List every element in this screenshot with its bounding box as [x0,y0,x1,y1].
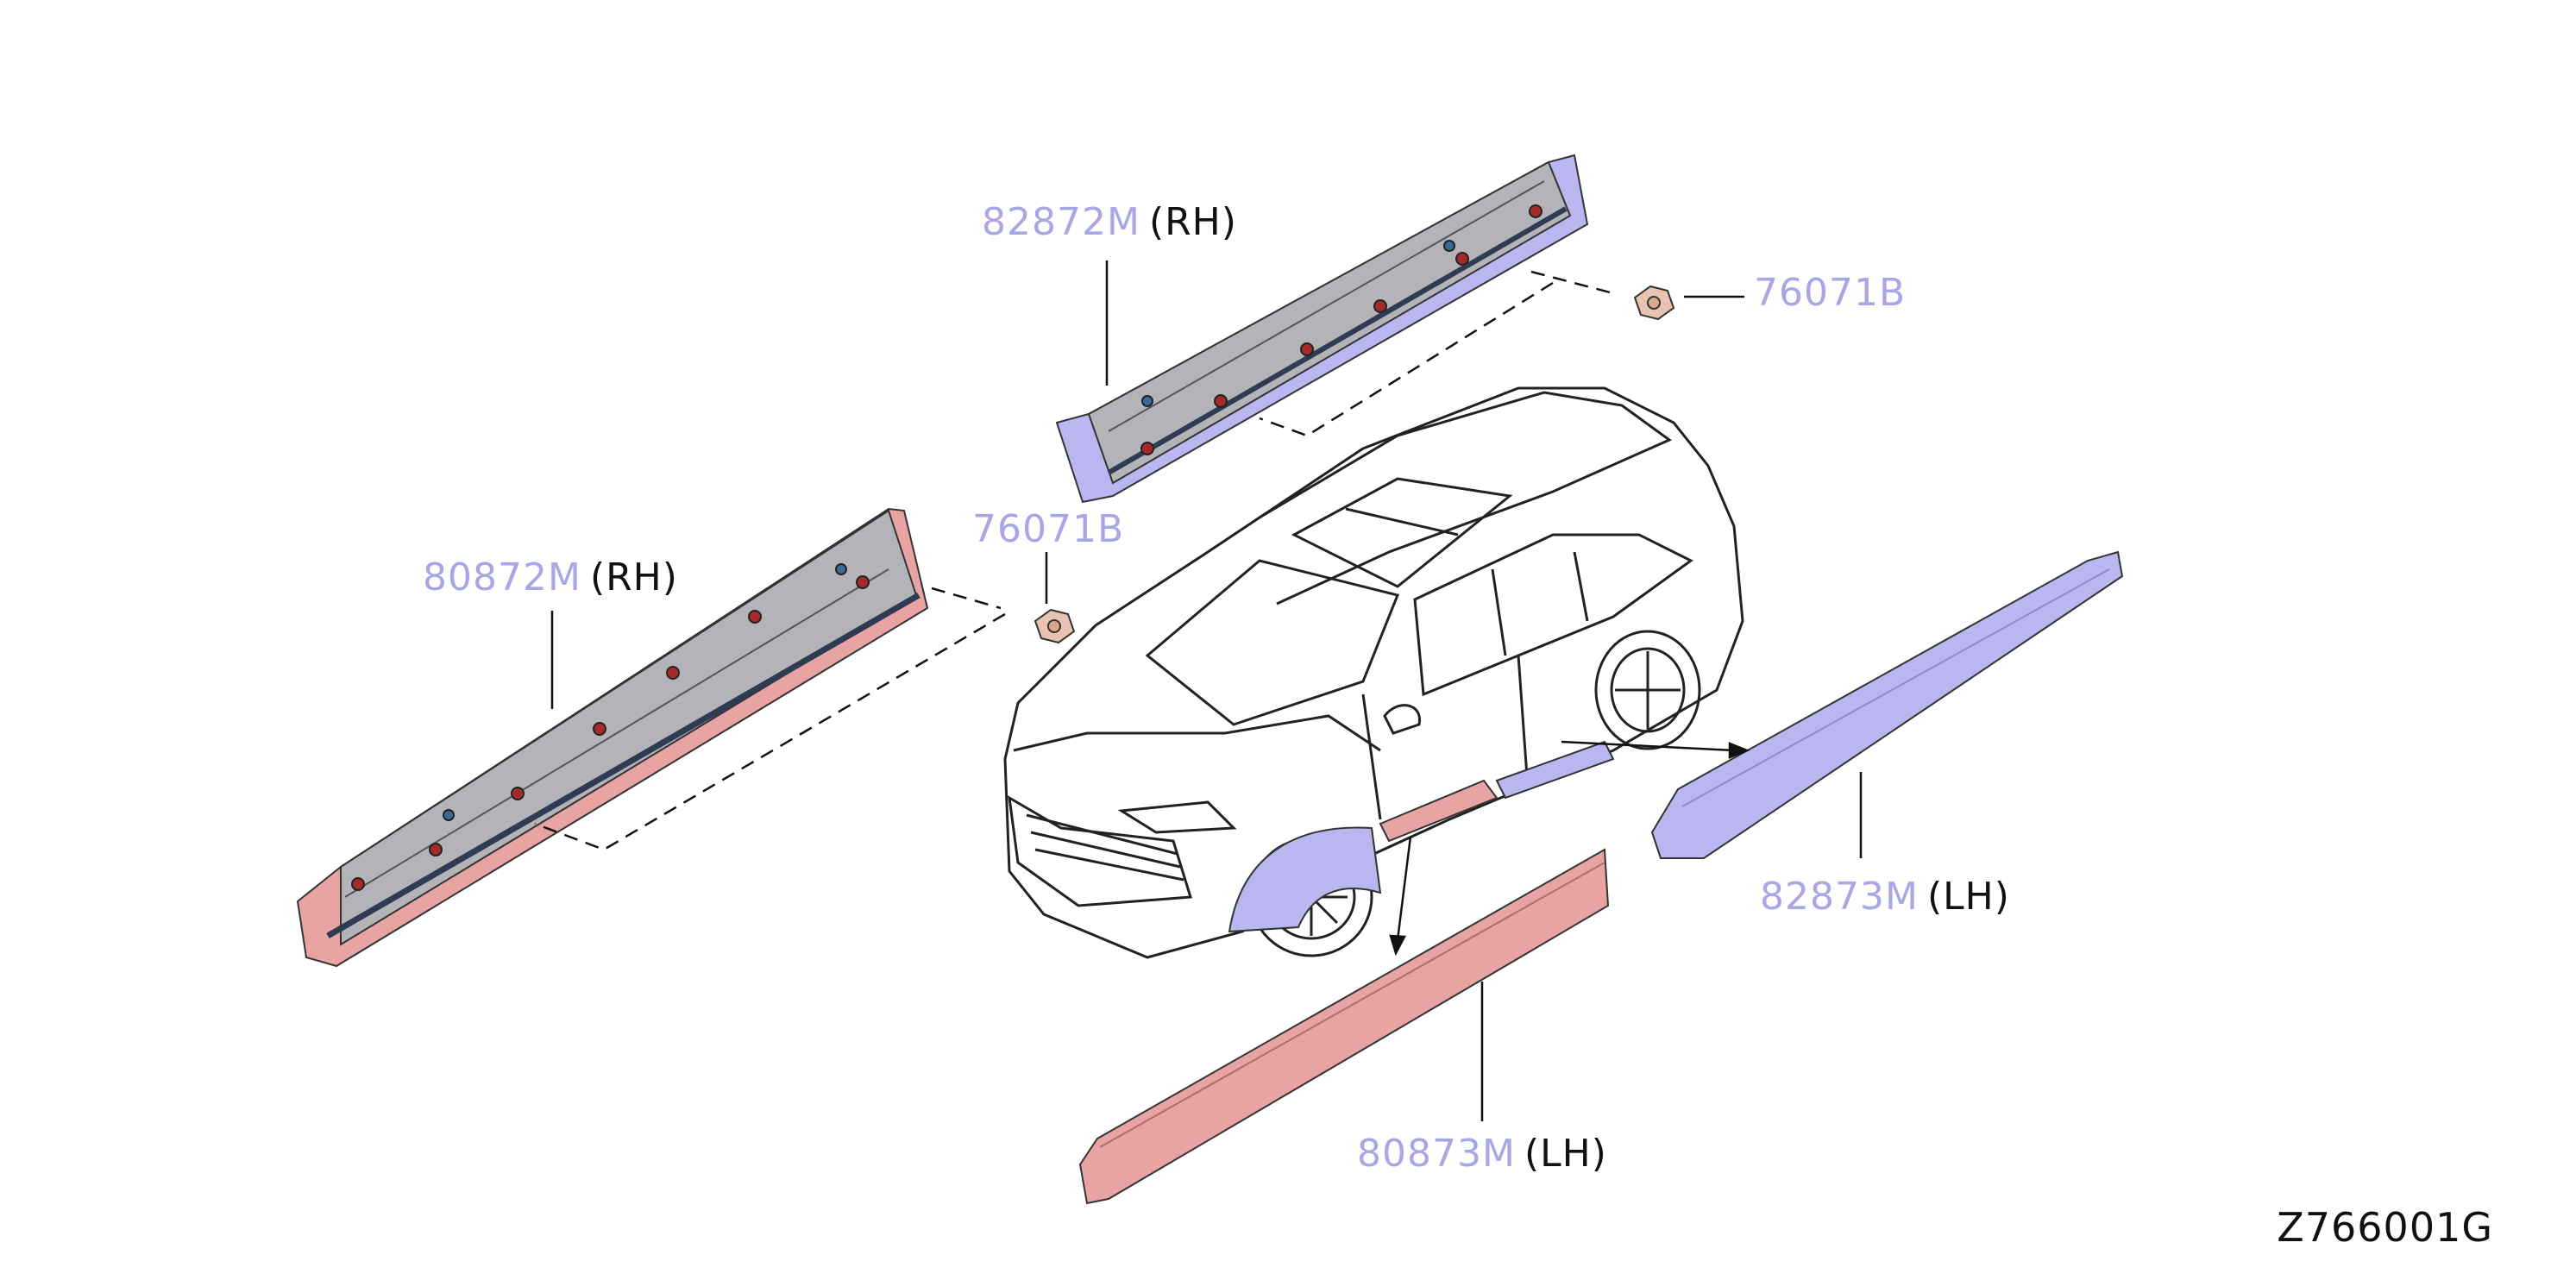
side-rh: (RH) [1148,200,1237,244]
drawing-code: Z766001G [2277,1204,2493,1251]
nut-76071b-upper [1633,285,1675,321]
part-number-76071b: 76071B [1754,271,1907,315]
part-number-82873m: 82873M [1760,875,1919,919]
side-lh: (LH) [1524,1132,1607,1176]
callout-76071b-upper: 76071B [1754,274,1906,312]
arrows [1389,740,1750,957]
side-rh: (RH) [589,555,678,599]
callout-80873m: 80873M(LH) [1357,1135,1607,1173]
part-number-82872m: 82872M [982,200,1140,244]
moulding-82873m-lh [1650,550,2124,859]
callout-76071b-lower: 76071B [972,511,1124,549]
vehicle-moulding-highlight [1228,740,1615,933]
leader-lines [550,260,1863,1121]
moulding-80872m-rh [296,507,929,968]
nut-76071b-lower [1034,608,1076,644]
callout-82873m: 82873M(LH) [1760,878,2010,916]
moulding-82872m-rh [1055,154,1589,504]
callout-80872m: 80872M(RH) [423,559,678,597]
part-number-80873m: 80873M [1357,1132,1516,1176]
dashed-guide-lines [534,270,1614,851]
callout-82872m: 82872M(RH) [982,204,1237,242]
part-number-76071b: 76071B [972,507,1125,551]
side-lh: (LH) [1926,875,2010,919]
part-number-80872m: 80872M [423,555,581,599]
moulding-80873m-lh [1078,848,1610,1205]
